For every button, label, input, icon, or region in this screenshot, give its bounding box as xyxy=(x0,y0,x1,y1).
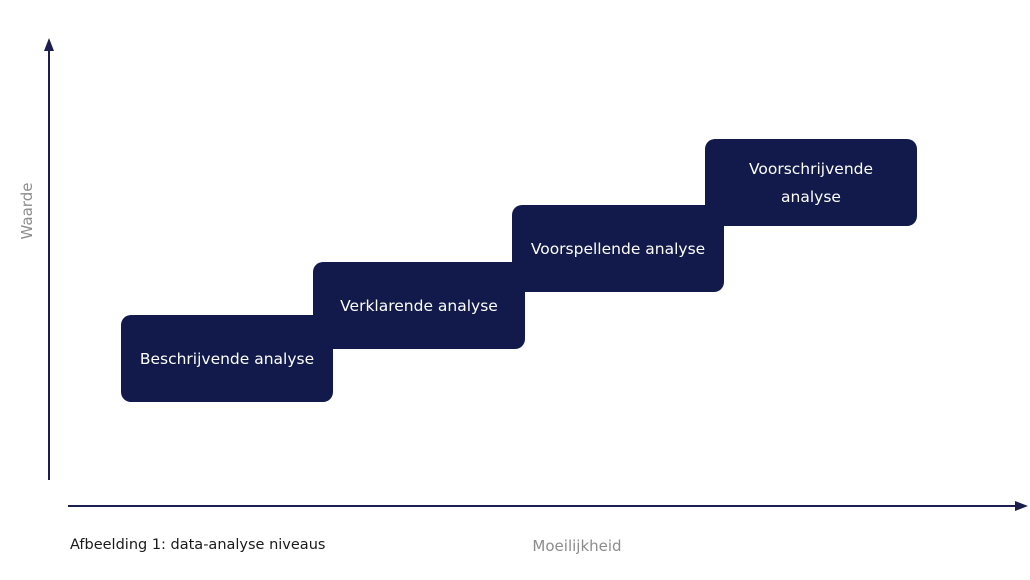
step-label: Beschrijvende analyse xyxy=(139,349,315,368)
figure-caption: Afbeelding 1: data-analyse niveaus xyxy=(70,537,326,553)
step-label: Voorschrijvende analyse xyxy=(748,159,874,206)
step-box-beschrijvende: Beschrijvende analyse xyxy=(121,315,333,402)
step-label: Voorspellende analyse xyxy=(530,239,706,258)
step-box-verklarende: Verklarende analyse xyxy=(313,262,525,349)
step-box-voorspellende: Voorspellende analyse xyxy=(512,205,724,292)
x-axis-arrow-icon xyxy=(1015,501,1028,511)
x-axis-label: Moeilijkheid xyxy=(532,537,622,555)
step-box-voorschrijvende: Voorschrijvende analyse xyxy=(705,139,917,226)
y-axis-arrow-icon xyxy=(44,38,54,51)
y-axis-label: Waarde xyxy=(18,182,36,240)
step-label: Verklarende analyse xyxy=(340,296,498,315)
